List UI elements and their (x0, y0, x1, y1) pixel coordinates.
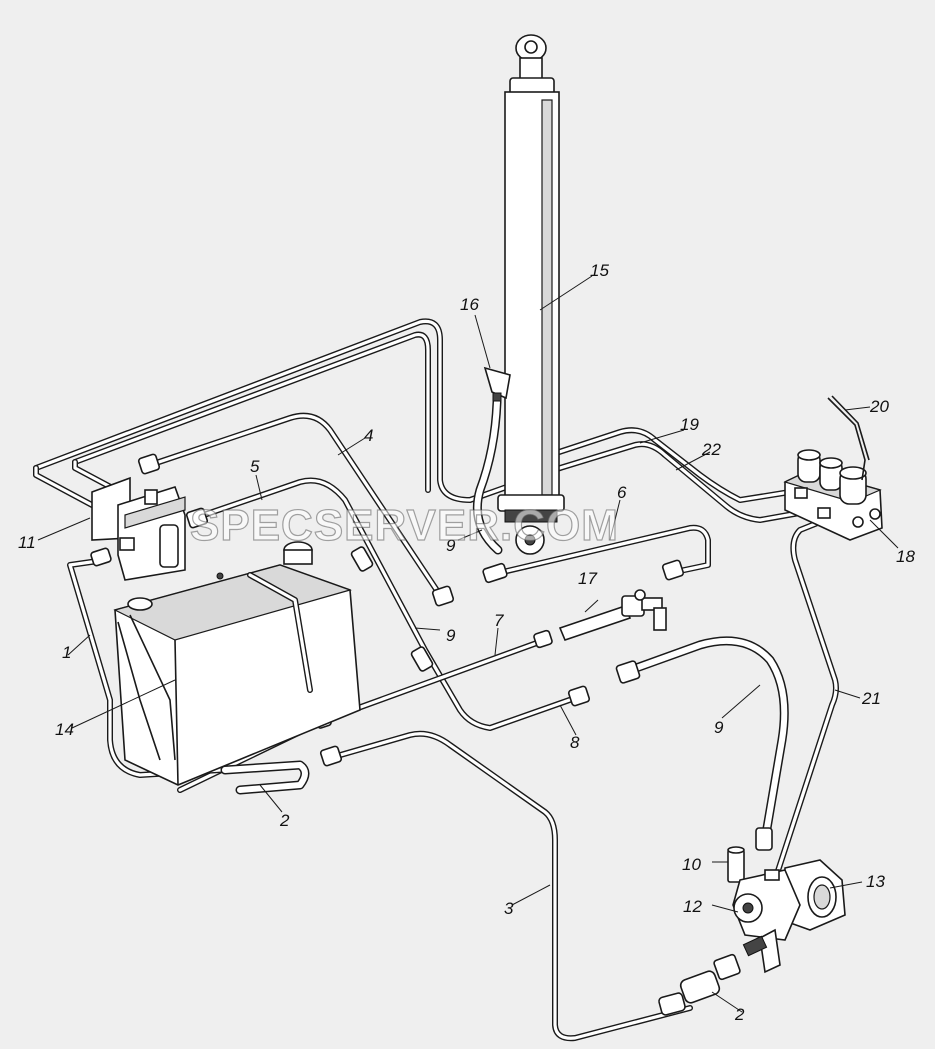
tube-21 (772, 517, 839, 883)
watermark-text: SPECSERVER.COM (190, 501, 619, 550)
callout-17: 17 (578, 569, 597, 588)
callout-9-cylinder: 9 (446, 536, 456, 555)
hose-2-tank (220, 760, 310, 795)
callout-16: 16 (460, 295, 479, 314)
callout-5: 5 (250, 457, 260, 476)
callout-21: 21 (861, 689, 881, 708)
callout-22: 22 (701, 440, 721, 459)
tee-fitting-17 (558, 589, 667, 641)
callout-20: 20 (869, 397, 889, 416)
callout-10: 10 (682, 855, 701, 874)
cable-20 (827, 395, 870, 481)
tube-3 (327, 730, 693, 1042)
callout-7: 7 (494, 611, 504, 630)
callout-11: 11 (18, 533, 36, 552)
callout-19: 19 (680, 415, 699, 434)
callout-15: 15 (590, 261, 609, 280)
callout-2-tank: 2 (279, 811, 290, 830)
solenoid-valve-block-18 (783, 449, 883, 541)
hose-9-cylinder (472, 397, 503, 555)
pump-cover-12 (732, 869, 801, 974)
callout-12: 12 (683, 897, 702, 916)
tube-22 (557, 441, 808, 523)
tube-19 (547, 427, 793, 503)
callout-13: 13 (866, 872, 885, 891)
tube-6 (487, 524, 711, 578)
hydraulic-tank-14 (113, 541, 361, 786)
leader-lines (37, 275, 899, 1013)
hydraulic-cylinder-15 (497, 34, 565, 555)
callout-3: 3 (504, 899, 514, 918)
callout-6: 6 (617, 483, 627, 502)
coupling-2-pump (658, 953, 741, 1016)
callout-2-pump: 2 (734, 1005, 745, 1024)
callout-4: 4 (364, 426, 373, 445)
pump-13 (781, 859, 846, 931)
tube-long-upper (33, 318, 563, 508)
valve-block-11 (91, 476, 186, 581)
nozzle-16 (483, 366, 511, 402)
sleeve-10 (727, 846, 745, 883)
tube-4 (147, 412, 443, 598)
callout-9-middle: 9 (446, 626, 456, 645)
hose-9-pump (620, 636, 789, 845)
callout-1: 1 (62, 643, 71, 662)
callout-9-pump: 9 (714, 718, 724, 737)
callout-8: 8 (570, 733, 580, 752)
callout-labels: 11 1 14 2 3 4 5 6 7 8 9 9 9 10 12 13 15 … (18, 261, 915, 1024)
callout-14: 14 (55, 720, 74, 739)
callout-18: 18 (896, 547, 915, 566)
